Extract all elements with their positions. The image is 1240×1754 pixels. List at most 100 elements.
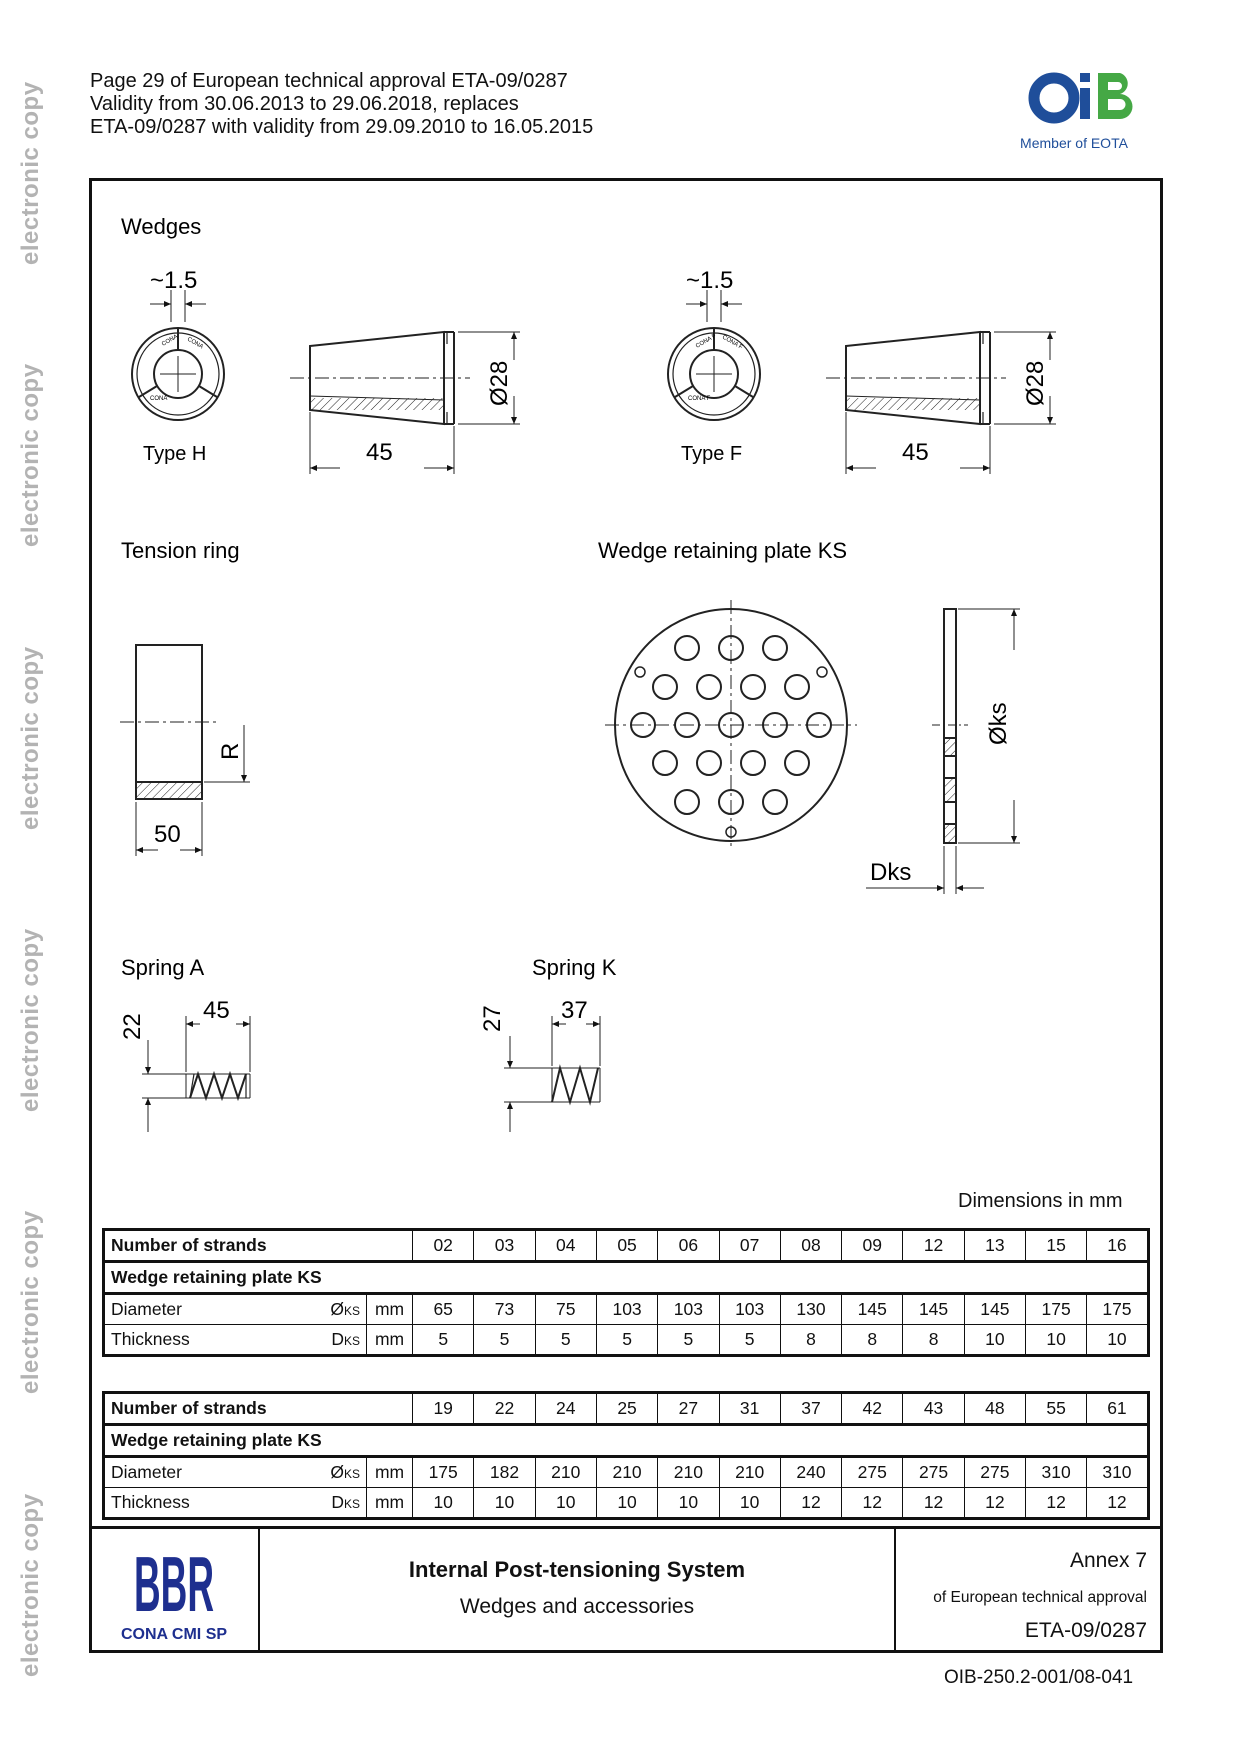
value-cell: 10 xyxy=(1024,1324,1088,1356)
annex-cell: Annex 7 of European technical approval E… xyxy=(896,1526,1163,1653)
strands-cell: 43 xyxy=(902,1392,965,1426)
plate-front-view xyxy=(605,600,857,850)
dim-diam-f: Ø28 xyxy=(1022,361,1049,406)
strands-cell: 22 xyxy=(473,1392,536,1426)
strands-cell: 04 xyxy=(534,1229,597,1263)
tension-ring-drawing xyxy=(120,644,250,856)
value-cell: 103 xyxy=(657,1293,720,1325)
strands-cell: 48 xyxy=(963,1392,1027,1426)
spec-table-2: Number of strands 19 22 24 25 27 31 37 4… xyxy=(102,1391,1150,1520)
annex-eta: ETA-09/0287 xyxy=(1024,1619,1147,1642)
strands-cell: 07 xyxy=(718,1229,781,1263)
value-cell: 103 xyxy=(595,1293,659,1325)
value-cell: 275 xyxy=(841,1456,904,1488)
row-symbol: ØKS xyxy=(306,1293,367,1325)
strands-cell: 19 xyxy=(412,1392,475,1426)
strands-cell: 03 xyxy=(473,1229,536,1263)
spring-a-title: Spring A xyxy=(121,955,204,980)
strands-cell: 31 xyxy=(718,1392,781,1426)
strands-cell: 16 xyxy=(1086,1229,1149,1263)
strands-cell: 05 xyxy=(595,1229,659,1263)
value-cell: 145 xyxy=(963,1293,1027,1325)
row-label: Diameter xyxy=(103,1456,307,1488)
technical-drawings: Wedges ~1.5 CONA CONA CONA Type H xyxy=(119,214,1056,1132)
title-cell: Internal Post-tensioning System Wedges a… xyxy=(260,1526,896,1653)
strands-cell: 02 xyxy=(412,1229,475,1263)
value-cell: 10 xyxy=(963,1324,1027,1356)
value-cell: 145 xyxy=(841,1293,904,1325)
seg-label-f3: CONA F xyxy=(688,396,711,402)
dim-length-h: 45 xyxy=(366,439,393,466)
seg-label-h3: CONA xyxy=(150,396,167,402)
plate-title: Wedge retaining plate KS xyxy=(598,538,847,563)
value-cell: 103 xyxy=(718,1293,781,1325)
dimensions-note: Dimensions in mm xyxy=(958,1190,1123,1212)
row-symbol: DKS xyxy=(306,1324,367,1356)
dim-gap-f: ~1.5 xyxy=(686,267,733,294)
section-label: Wedge retaining plate KS xyxy=(103,1261,1149,1295)
value-cell: 275 xyxy=(963,1456,1027,1488)
value-cell: 10 xyxy=(1086,1324,1149,1356)
plate-diam-label: Øks xyxy=(985,702,1012,745)
row-unit: mm xyxy=(365,1324,414,1356)
row-label: Thickness xyxy=(103,1487,307,1519)
tension-ring-title: Tension ring xyxy=(121,538,240,563)
spring-a-width: 45 xyxy=(203,997,230,1024)
page-header: Page 29 of European technical approval E… xyxy=(90,70,593,139)
section-label: Wedge retaining plate KS xyxy=(103,1424,1149,1458)
value-cell: 75 xyxy=(534,1293,597,1325)
spec-table-1: Number of strands 02 03 04 05 06 07 08 0… xyxy=(102,1228,1150,1357)
strands-cell: 08 xyxy=(779,1229,843,1263)
spring-k-drawing xyxy=(504,1016,601,1132)
row-unit: mm xyxy=(365,1487,414,1519)
seg-label-h2: CONA xyxy=(186,337,204,351)
value-cell: 10 xyxy=(412,1487,475,1519)
wedge-h-sideview xyxy=(290,330,520,474)
drawing-frame xyxy=(89,178,1163,1653)
value-cell: 12 xyxy=(841,1487,904,1519)
value-cell: 175 xyxy=(412,1456,475,1488)
value-cell: 10 xyxy=(473,1487,536,1519)
value-cell: 10 xyxy=(657,1487,720,1519)
strands-cell: 13 xyxy=(963,1229,1027,1263)
annex-number: Annex 7 xyxy=(1069,1549,1147,1572)
row-symbol: DKS xyxy=(306,1487,367,1519)
value-cell: 182 xyxy=(473,1456,536,1488)
value-cell: 12 xyxy=(779,1487,843,1519)
header-line-1: Page 29 of European technical approval E… xyxy=(90,70,568,92)
row-symbol: ØKS xyxy=(306,1456,367,1488)
wedge-f-endview xyxy=(667,290,761,421)
strands-cell: 27 xyxy=(657,1392,720,1426)
strands-cell: 25 xyxy=(595,1392,659,1426)
strands-cell: 24 xyxy=(534,1392,597,1426)
bbr-logo-text: BBR xyxy=(134,1540,214,1628)
diameter-row: Diameter ØKS mm 175 182 210 210 210 210 … xyxy=(103,1456,1149,1488)
value-cell: 8 xyxy=(841,1324,904,1356)
type-f-label: Type F xyxy=(681,443,742,465)
watermark-6: electronic copy xyxy=(17,1493,44,1677)
diameter-row: Diameter ØKS mm 65 73 75 103 103 103 130… xyxy=(103,1293,1149,1325)
value-cell: 145 xyxy=(902,1293,965,1325)
section-row: Wedge retaining plate KS xyxy=(103,1424,1149,1458)
thickness-row: Thickness DKS mm 5 5 5 5 5 5 8 8 8 10 10… xyxy=(103,1324,1149,1356)
strands-cell: 55 xyxy=(1024,1392,1088,1426)
dim-diam-h: Ø28 xyxy=(486,361,513,406)
strands-cell: 15 xyxy=(1024,1229,1088,1263)
title-block: BBR CONA CMI SP Internal Post-tensioning… xyxy=(89,1526,1163,1653)
row-label: Diameter xyxy=(103,1293,307,1325)
row-label: Thickness xyxy=(103,1324,307,1356)
value-cell: 8 xyxy=(902,1324,965,1356)
plate-thick-label: Dks xyxy=(870,859,911,886)
value-cell: 12 xyxy=(1024,1487,1088,1519)
value-cell: 310 xyxy=(1024,1456,1088,1488)
value-cell: 210 xyxy=(595,1456,659,1488)
value-cell: 12 xyxy=(902,1487,965,1519)
bbr-logo-sub: CONA CMI SP xyxy=(121,1626,227,1643)
thickness-row: Thickness DKS mm 10 10 10 10 10 10 12 12… xyxy=(103,1487,1149,1519)
value-cell: 175 xyxy=(1086,1293,1149,1325)
plate-side-view xyxy=(866,608,1020,894)
oib-logo: Member of EOTA xyxy=(1020,72,1133,151)
bbr-logo-cell: BBR CONA CMI SP xyxy=(89,1526,260,1653)
document-number: OIB-250.2-001/08-041 xyxy=(944,1667,1134,1688)
strands-row: Number of strands 02 03 04 05 06 07 08 0… xyxy=(102,1229,1149,1263)
